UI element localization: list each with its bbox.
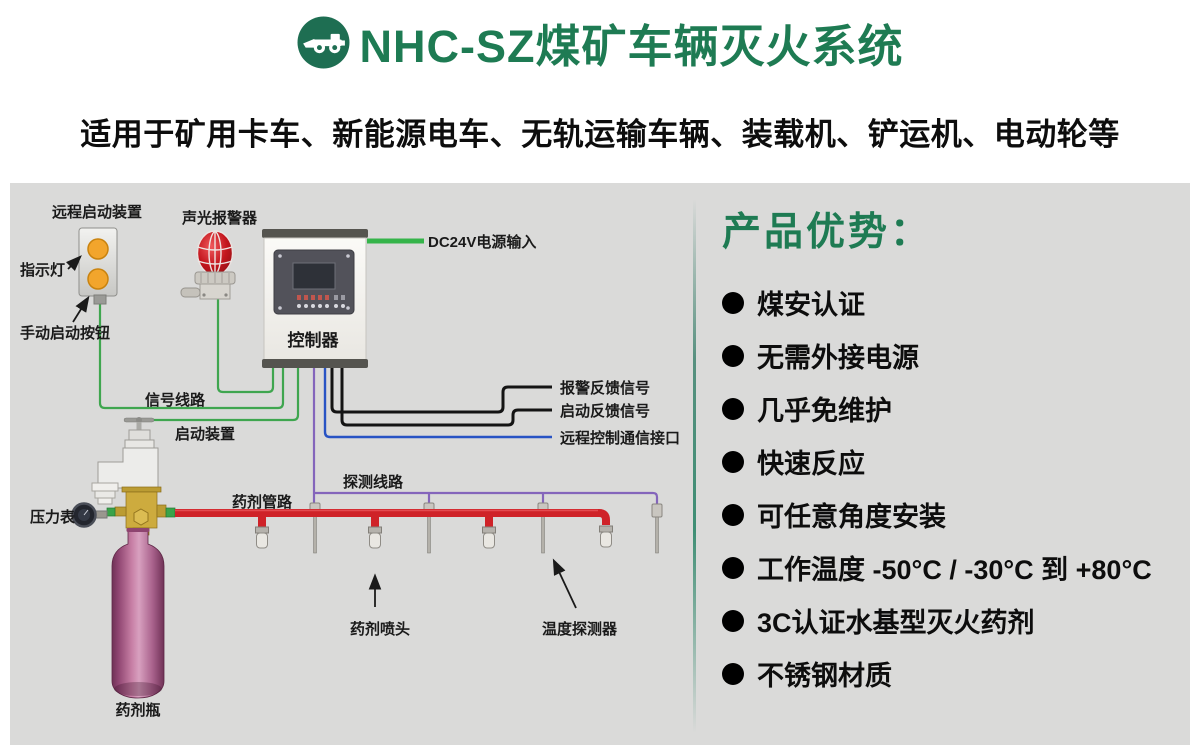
agent-bottle-label: 药剂瓶 [115, 701, 160, 719]
bullet-icon [722, 609, 744, 632]
advantage-text: 可任意角度安装 [757, 502, 946, 532]
advantage-item: 煤安认证 [722, 276, 1184, 329]
indicator-light-label: 指示灯 [20, 261, 65, 279]
bullet-icon [722, 397, 744, 420]
comm-wire [323, 368, 552, 439]
advantage-item: 不锈钢材质 [722, 647, 1184, 700]
agent-nozzle-label: 药剂喷头 [350, 620, 410, 638]
controller: 控制器 [262, 229, 424, 368]
controller-label: 控制器 [288, 330, 340, 350]
page-title: NHC-SZ煤矿车辆灭火系统 [359, 21, 904, 72]
page-subtitle: 适用于矿用卡车、新能源电车、无轨运输车辆、装载机、铲运机、电动轮等 [80, 117, 1120, 152]
pressure-gauge-label: 压力表 [30, 508, 76, 526]
page-header: NHC-SZ煤矿车辆灭火系统 [0, 10, 1200, 75]
agent-nozzle [368, 516, 382, 549]
system-diagram: 控制器 [20, 203, 680, 719]
advantage-text: 工作温度 -50°C / -30°C 到 +80°C [757, 555, 1152, 585]
panel-screws [278, 254, 350, 310]
advantage-text: 3C认证水基型灭火药剂 [757, 608, 1035, 638]
advantage-text: 几乎免维护 [757, 396, 892, 426]
controller-screen [292, 262, 336, 290]
remote-start-device [78, 227, 118, 305]
advantage-item: 3C认证水基型灭火药剂 [722, 594, 1184, 647]
detection-wire [312, 368, 659, 504]
advantage-item: 工作温度 -50°C / -30°C 到 +80°C [722, 541, 1184, 594]
bullet-icon [722, 450, 744, 473]
controller-indicators [297, 295, 345, 308]
advantage-text: 煤安认证 [757, 290, 865, 320]
mine-truck-icon [297, 16, 349, 69]
bullet-icon [722, 344, 744, 367]
detection-line-label: 探测线路 [343, 473, 404, 491]
advantage-item: 可任意角度安装 [722, 488, 1184, 541]
sound-light-alarm-label: 声光报警器 [181, 209, 258, 227]
agent-nozzle [255, 516, 269, 549]
alarm-feedback-label: 报警反馈信号 [560, 379, 650, 397]
manual-start-button-label: 手动启动按钮 [20, 324, 110, 342]
signal-wires [98, 297, 300, 422]
diagram-panel: 控制器 [10, 183, 1190, 745]
remote-start-device-label: 远程启动装置 [52, 203, 142, 221]
remote-comm-label: 远程控制通信接口 [560, 429, 680, 447]
temperature-detector-label: 温度探测器 [542, 620, 618, 638]
agent-bottle [111, 528, 165, 699]
start-feedback-label: 启动反馈信号 [560, 402, 650, 420]
advantage-item: 几乎免维护 [722, 382, 1184, 435]
signal-line-label: 信号线路 [145, 391, 206, 409]
brass-valve [106, 486, 176, 536]
agent-nozzles [255, 516, 613, 549]
agent-pipe [175, 509, 610, 525]
bullet-icon [722, 291, 744, 314]
advantage-text: 快速反应 [757, 449, 865, 479]
advantage-item: 快速反应 [722, 435, 1184, 488]
start-device-valve [71, 417, 176, 536]
agent-nozzle [599, 525, 613, 548]
advantage-text: 不锈钢材质 [757, 661, 892, 691]
start-device-label: 启动装置 [175, 425, 235, 443]
indicator-light-icon [87, 238, 109, 260]
annotation-arrows [65, 255, 577, 609]
manual-start-button-icon [87, 268, 109, 290]
temperature-detector [651, 503, 663, 554]
panel-divider [693, 199, 696, 733]
bullet-icon [722, 662, 744, 685]
agent-nozzle [482, 516, 496, 549]
advantages-list: 煤安认证 无需外接电源 几乎免维护 快速反应 可任意角度安装 工作温度 -50°… [722, 276, 1184, 700]
dc24v-power-label: DC24V电源输入 [428, 233, 536, 251]
feedback-wires [330, 368, 552, 427]
advantages-section: 产品优势： 煤安认证 无需外接电源 几乎免维护 快速反应 可任意角度安装 [722, 201, 1184, 700]
bullet-icon [722, 556, 744, 579]
advantage-item: 无需外接电源 [722, 329, 1184, 382]
advantage-text: 无需外接电源 [757, 343, 919, 373]
advantages-heading: 产品优势： [722, 211, 933, 254]
pressure-gauge [71, 502, 108, 528]
bullet-icon [722, 503, 744, 526]
sound-light-alarm [180, 230, 236, 300]
agent-pipeline-label: 药剂管路 [232, 493, 293, 511]
